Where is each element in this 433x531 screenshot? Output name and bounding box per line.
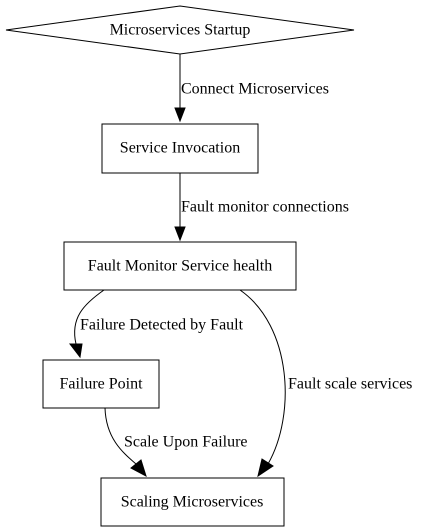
edge-scale-failure-line bbox=[104, 407, 137, 465]
edge-detected-arrowhead bbox=[68, 343, 83, 359]
node-microservices-startup: Microservices Startup bbox=[5, 5, 355, 55]
node-fault-monitor: Fault Monitor Service health bbox=[63, 241, 297, 291]
edge-detected-label: Failure Detected by Fault bbox=[80, 317, 244, 334]
fault-monitor-label: Fault Monitor Service health bbox=[88, 258, 272, 275]
failure-point-label: Failure Point bbox=[59, 376, 143, 393]
failure-point-box bbox=[42, 359, 160, 409]
edge-scale-failure: Scale Upon Failure bbox=[104, 407, 248, 478]
edge-scale-services-label: Fault scale services bbox=[288, 376, 412, 393]
startup-diamond bbox=[5, 5, 355, 55]
node-scaling-microservices: Scaling Microservices bbox=[100, 477, 285, 527]
scaling-microservices-label: Scaling Microservices bbox=[121, 494, 264, 511]
edge-monitor: Fault monitor connections bbox=[174, 173, 349, 242]
service-invocation-label: Service Invocation bbox=[120, 140, 240, 157]
edge-detected-line bbox=[74, 289, 105, 345]
service-invocation-box bbox=[101, 123, 259, 174]
scaling-microservices-box bbox=[100, 477, 285, 527]
edge-monitor-arrowhead bbox=[174, 226, 186, 242]
edge-monitor-label: Fault monitor connections bbox=[181, 199, 349, 216]
fault-monitor-box bbox=[63, 241, 297, 291]
edge-connect-arrowhead bbox=[174, 107, 186, 123]
edge-scale-services-line bbox=[239, 289, 286, 465]
node-service-invocation: Service Invocation bbox=[101, 123, 259, 174]
edge-scale-failure-label: Scale Upon Failure bbox=[124, 434, 248, 451]
edge-connect: Connect Microservices bbox=[174, 53, 329, 123]
node-failure-point: Failure Point bbox=[42, 359, 160, 409]
edge-scale-failure-arrowhead bbox=[130, 459, 147, 478]
edge-scale-services-arrowhead bbox=[257, 458, 274, 478]
startup-label: Microservices Startup bbox=[110, 22, 251, 39]
edge-detected: Failure Detected by Fault bbox=[68, 289, 244, 359]
edge-scale-services: Fault scale services bbox=[239, 289, 412, 478]
edge-connect-label: Connect Microservices bbox=[181, 81, 329, 98]
